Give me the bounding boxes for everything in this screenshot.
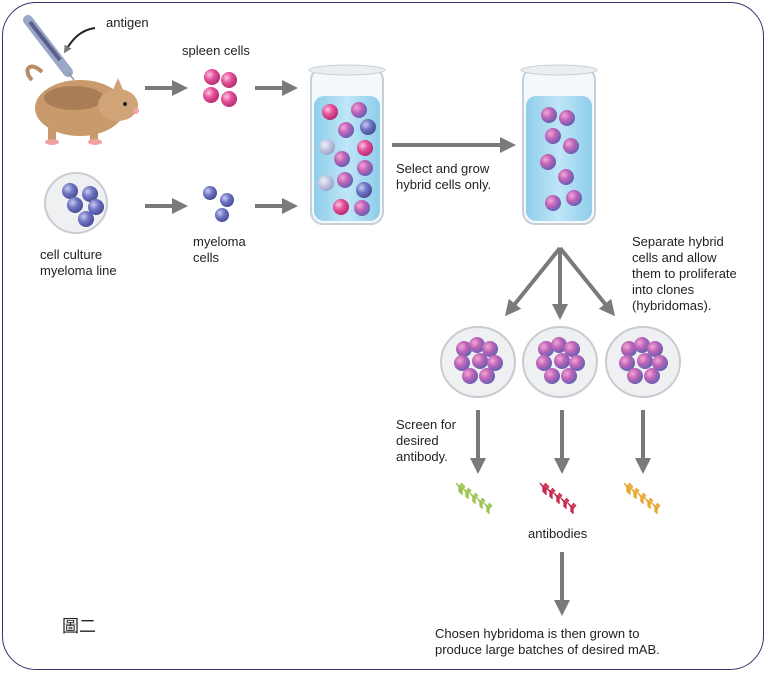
figure-caption: 圖二	[62, 617, 96, 636]
hybridoma-cell	[644, 368, 660, 384]
hybridoma-cell	[462, 368, 478, 384]
mouse-icon	[25, 64, 139, 145]
hybridoma-cell	[469, 337, 485, 353]
hybridoma-cell	[564, 341, 580, 357]
label-antigen: antigen	[106, 15, 149, 30]
syringe-icon	[23, 15, 96, 81]
hybridoma-cell	[544, 368, 560, 384]
hybridoma-cell	[454, 355, 470, 371]
hybridoma-cell	[479, 368, 495, 384]
hybrid-tube	[520, 64, 598, 225]
antibody-cluster	[455, 482, 493, 514]
clone-dishes	[440, 326, 681, 398]
label-separate: Separate hybrid cells and allow them to …	[632, 234, 737, 313]
hybridoma-cell	[619, 355, 635, 371]
label-screen: Screen for desired antibody.	[396, 417, 456, 464]
antibody-cluster	[539, 482, 577, 514]
hybridoma-cell	[482, 341, 498, 357]
hybridoma-cell	[561, 368, 577, 384]
myeloma-cells	[203, 186, 234, 222]
label-chosen: Chosen hybridoma is then grown to produc…	[435, 626, 660, 657]
hybridoma-cell	[536, 355, 552, 371]
hybridoma-cell	[652, 355, 668, 371]
hybridoma-cell	[627, 368, 643, 384]
myeloma-culture-dish	[44, 172, 108, 234]
label-select-grow: Select and grow hybrid cells only.	[396, 161, 492, 192]
hybridoma-cell	[621, 341, 637, 357]
hybridoma-cell	[637, 353, 653, 369]
label-antibodies: antibodies	[528, 526, 588, 541]
antibody-cluster	[623, 482, 661, 514]
antibodies-clusters	[455, 482, 661, 514]
hybridoma-cell	[554, 353, 570, 369]
flow-arrows	[145, 80, 651, 616]
hybridoma-cell	[472, 353, 488, 369]
hybridoma-cell	[456, 341, 472, 357]
label-spleen-cells: spleen cells	[182, 43, 250, 58]
hybridoma-cell	[551, 337, 567, 353]
hybridoma-cell	[538, 341, 554, 357]
label-cell-culture: cell culture myeloma line	[40, 247, 117, 278]
hybridoma-cell	[634, 337, 650, 353]
hybridoma-cell	[647, 341, 663, 357]
clone-dish	[522, 326, 598, 398]
hybridoma-cell	[569, 355, 585, 371]
clone-dish	[440, 326, 516, 398]
hybridoma-cell	[487, 355, 503, 371]
spleen-cells	[203, 69, 237, 107]
label-myeloma-cells: myeloma cells	[193, 234, 246, 265]
clone-dish	[605, 326, 681, 398]
fusion-tube	[308, 64, 386, 225]
